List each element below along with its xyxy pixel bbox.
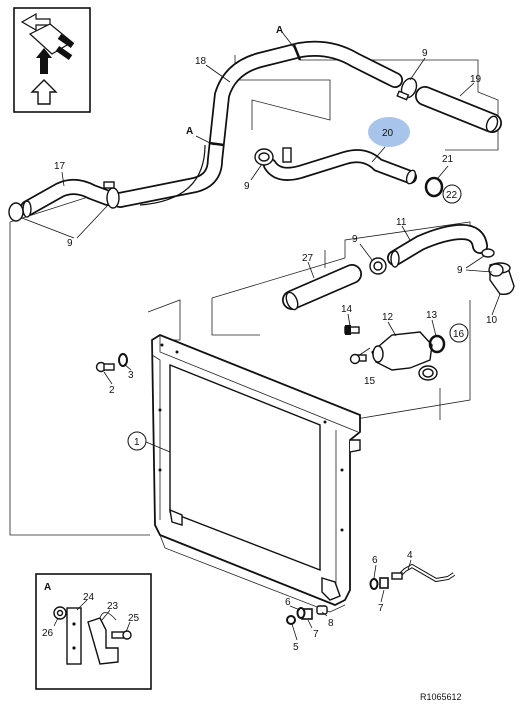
washer-6-bottom <box>296 607 306 619</box>
washer-5 <box>286 615 296 625</box>
inset-title: A <box>44 582 51 593</box>
callout-8: 8 <box>328 618 334 629</box>
callout-9-mid: 9 <box>244 181 250 192</box>
hose-17 <box>20 179 116 218</box>
drain-plug-8 <box>316 605 328 615</box>
callout-17: 17 <box>54 161 66 172</box>
radiator-1 <box>151 333 361 613</box>
bolt-15 <box>349 353 367 365</box>
callout-13: 13 <box>426 310 438 321</box>
callout-18: 18 <box>195 56 207 67</box>
callout-9-left: 9 <box>67 238 73 249</box>
hose-18 <box>112 40 403 208</box>
callout-6-right: 6 <box>372 555 378 566</box>
callout-16: 16 <box>453 329 465 340</box>
callout-12: 12 <box>382 312 394 323</box>
callout-4: 4 <box>407 550 413 561</box>
callout-9-top: 9 <box>422 48 428 59</box>
inset-callout-24: 24 <box>83 592 95 603</box>
leader-lines <box>21 31 501 641</box>
highlight-20 <box>368 117 410 147</box>
clamp-9-mid <box>254 148 274 166</box>
callout-7-right: 7 <box>378 603 384 614</box>
callout-22: 22 <box>446 190 458 201</box>
clamp-9-left <box>8 181 120 222</box>
seal-ring-13 <box>428 334 446 354</box>
callout-19: 19 <box>470 74 482 85</box>
reference-number: R1065612 <box>420 692 462 702</box>
hose-27 <box>282 264 362 311</box>
inset-a <box>35 573 152 690</box>
callout-7-bottom: 7 <box>313 629 319 640</box>
outlet-12 <box>371 331 438 381</box>
clamp-9-top <box>396 77 418 101</box>
callout-a-top: A <box>276 25 283 36</box>
vehicle-orientation-icon <box>13 7 91 113</box>
callout-15: 15 <box>364 376 376 387</box>
callout-10: 10 <box>486 315 498 326</box>
hose-19 <box>415 86 502 133</box>
callout-11: 11 <box>396 217 407 228</box>
inset-callout-26: 26 <box>42 628 54 639</box>
callout-1-circle <box>127 431 147 451</box>
hose-11 <box>387 223 488 268</box>
inset-callout-25: 25 <box>128 613 140 624</box>
callout-20: 20 <box>382 128 394 139</box>
callout-a-mid: A <box>186 126 193 137</box>
callout-6-bottom: 6 <box>285 597 291 608</box>
callout-21: 21 <box>442 154 454 165</box>
inset-callout-23: 23 <box>107 601 119 612</box>
washer-6-right <box>369 578 379 590</box>
callout-3: 3 <box>128 370 134 381</box>
clamp-9-pipe <box>369 248 495 275</box>
callout-22-circle <box>442 184 462 204</box>
clamp-9-right <box>488 263 504 277</box>
seal-ring-21 <box>424 176 444 198</box>
callout-1: 1 <box>134 437 140 448</box>
callout-14: 14 <box>341 304 353 315</box>
hose-20 <box>263 147 417 185</box>
nut-7-right <box>379 577 389 589</box>
callout-16-circle <box>449 323 469 343</box>
bolt-14 <box>344 325 360 335</box>
callout-5: 5 <box>293 642 299 653</box>
callout-9-pipe: 9 <box>352 234 358 245</box>
washer-3 <box>118 353 128 367</box>
callout-9-right: 9 <box>457 265 463 276</box>
callout-2: 2 <box>109 385 115 396</box>
drain-pipe-4 <box>391 563 456 583</box>
callout-27: 27 <box>302 253 314 264</box>
bolt-2 <box>95 361 115 373</box>
